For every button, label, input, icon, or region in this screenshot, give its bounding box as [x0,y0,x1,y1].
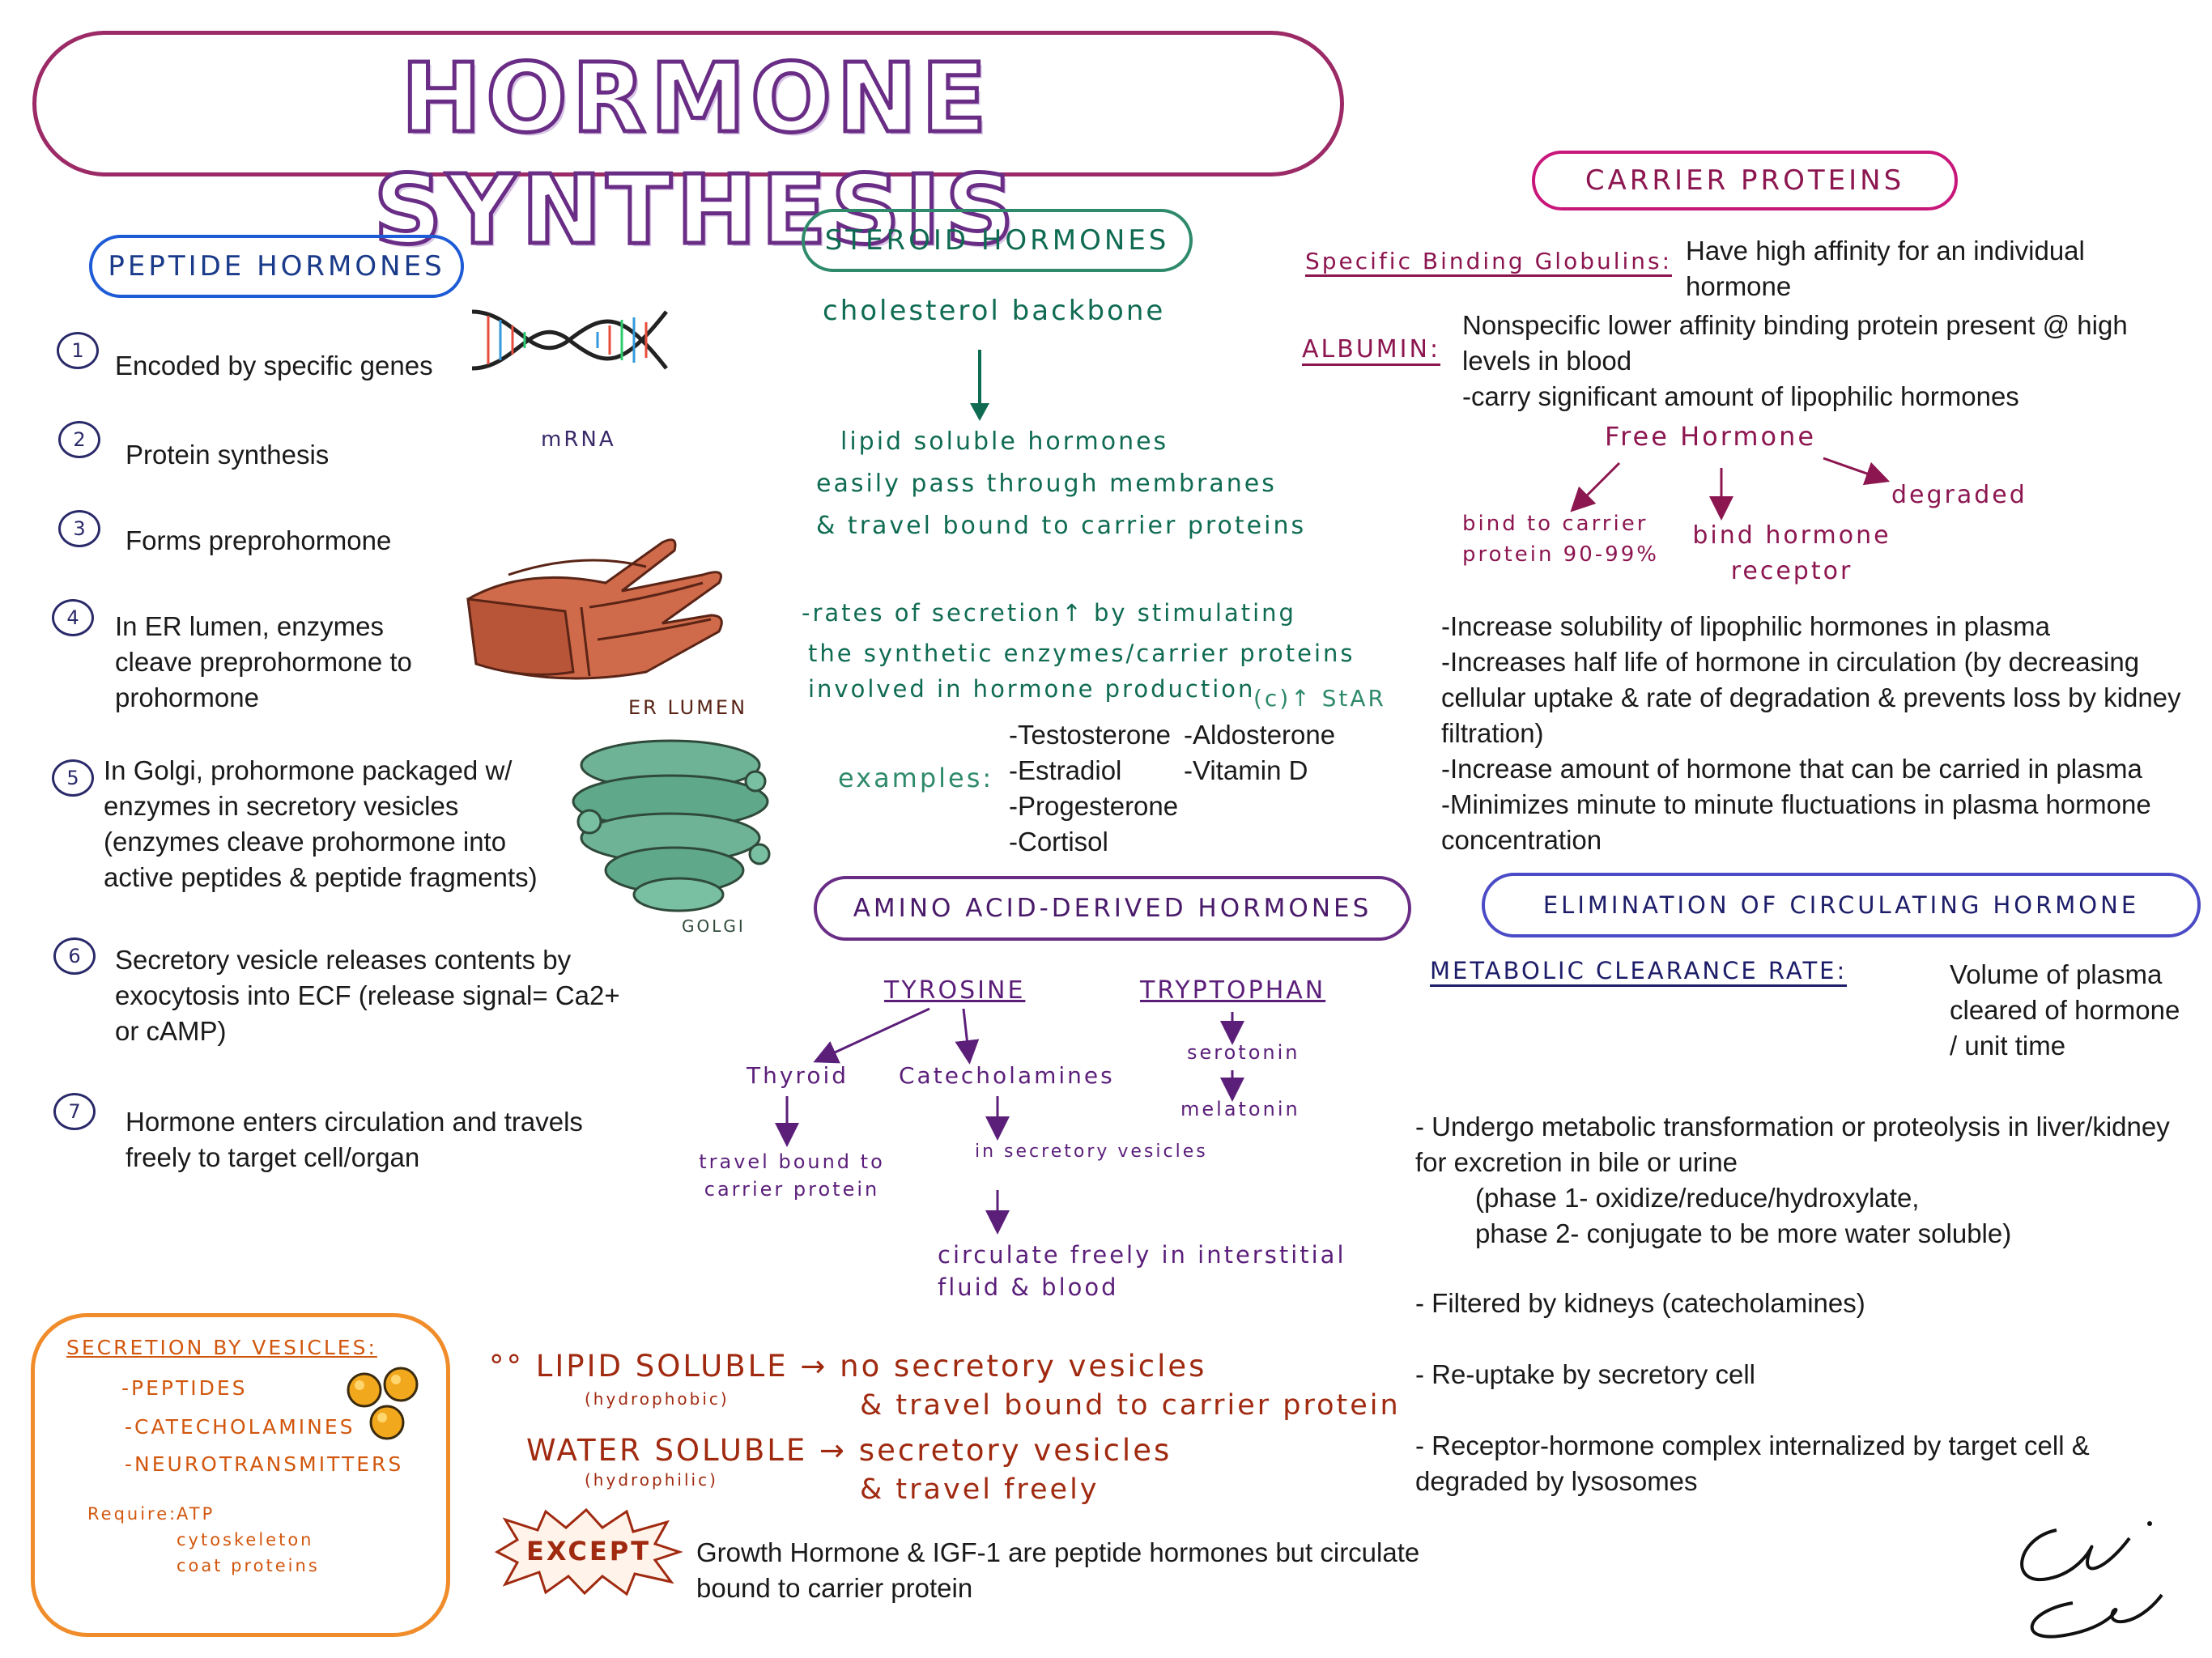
albumin-text-1: Nonspecific lower affinity binding prote… [1462,310,2128,376]
peptide-step-6: Secretory vesicle releases contents by e… [115,945,620,1046]
peptide-step-5: In Golgi, prohormone packaged w/ enzymes… [104,755,538,892]
require-item-1: ATP [177,1504,215,1524]
elimination-phase-1: (phase 1- oxidize/reduce/hydroxylate, [1475,1183,1920,1213]
golgi-label: GOLGI [682,916,746,936]
tryptophan-label: TRYPTOPHAN [1140,976,1326,1005]
carrier-heading: CARRIER PROTEINS [1532,151,1958,210]
steroid-example-3: -Progesterone [1009,791,1179,821]
sbg-label: Specific Binding Globulins: [1305,248,1673,277]
steroid-line-2: easily pass through membranes [816,470,1277,498]
water-note: (hydrophilic) [585,1470,718,1490]
secretion-item-1: -PEPTIDES [121,1376,248,1400]
elimination-point-4: - Receptor-hormone complex internalized … [1415,1431,2090,1496]
secretion-item-2: -CATECHOLAMINES [125,1415,355,1439]
starburst-icon [494,1507,683,1596]
step-number-2: 2 [58,421,100,458]
carrier-benefit-3: -Increase amount of hormone that can be … [1441,754,2142,784]
water-soluble-line: WATER SOLUBLE → secretory vesicles [526,1433,1172,1468]
vesicles-label: in secretory vesicles [975,1141,1208,1162]
require-item-2: cytoskeleton [177,1530,314,1550]
step-number-1: 1 [57,332,99,369]
carrier-benefit-4: -Minimizes minute to minute fluctuations… [1441,789,2151,855]
mcr-text: Volume of plasma cleared of hormone / un… [1950,959,2180,1061]
steroid-rates-2: the synthetic enzymes/carrier proteins [808,640,1355,667]
step-number-5: 5 [52,759,94,797]
melatonin-label: melatonin [1180,1098,1300,1120]
serotonin-label: serotonin [1187,1041,1300,1064]
star-label: (c)↑ StAR [1253,685,1386,712]
elimination-point-1: - Undergo metabolic transformation or pr… [1415,1112,2170,1177]
examples-label: examples: [838,763,994,793]
mrna-label: mRNA [541,427,616,452]
peptide-step-3: Forms preprohormone [125,525,392,555]
thyroid-label: Thyroid [747,1062,849,1089]
peptide-step-1: Encoded by specific genes [115,351,433,380]
er-lumen-icon [466,538,723,680]
steroid-backbone: cholesterol backbone [823,295,1166,327]
title-frame [32,31,1344,176]
amino-heading: AMINO ACID-DERIVED HORMONES [814,876,1411,941]
circulate-label: circulate freely in interstitial fluid &… [938,1241,1346,1301]
water-soluble-line-2: & travel freely [860,1473,1100,1506]
step-number-6: 6 [53,937,96,975]
er-label: ER LUMEN [628,696,748,719]
steroid-line-1: lipid soluble hormones [840,427,1169,456]
secretion-item-3: -NEUROTRANSMITTERS [125,1452,404,1476]
free-hormone-label: Free Hormone [1605,421,1817,452]
steroid-example-1: -Testosterone [1009,720,1171,750]
peptide-step-7: Hormone enters circulation and travels f… [125,1107,583,1172]
step-number-3: 3 [58,510,100,547]
elimination-point-3: - Re-uptake by secretory cell [1415,1359,1755,1389]
peptide-step-2: Protein synthesis [125,440,330,470]
require-item-3: coat proteins [177,1556,320,1575]
mcr-label: METABOLIC CLEARANCE RATE: [1430,957,1848,987]
carrier-benefit-1: -Increase solubility of lipophilic hormo… [1441,611,2051,641]
mrna-icon [471,309,668,371]
carrier-benefit-2: -Increases half life of hormone in circu… [1441,647,2181,748]
catecholamines-label: Catecholamines [899,1062,1115,1089]
peptide-heading: PEPTIDE HORMONES [89,235,464,298]
steroid-heading: STEROID HORMONES [802,209,1193,272]
albumin-text-2: -carry significant amount of lipophilic … [1462,381,2019,411]
degraded-label: degraded [1891,481,2027,509]
steroid-rates-1: -rates of secretion↑ by stimulating [802,599,1296,627]
vesicles-icon [347,1367,419,1440]
lipid-soluble-line-2: & travel bound to carrier protein [860,1389,1401,1422]
page-title: HORMONE SYNTHESIS [372,40,1019,268]
lipid-soluble-line: °° LIPID SOLUBLE → no secretory vesicles [489,1349,1207,1384]
sbg-text: Have high affinity for an individual hor… [1686,236,2085,301]
except-text: Growth Hormone & IGF-1 are peptide hormo… [696,1537,1420,1603]
signature-icon [2020,1521,2163,1639]
steroid-line-3: & travel bound to carrier proteins [816,512,1307,540]
steroid-example-4: -Cortisol [1009,827,1108,857]
steroid-example-5: -Aldosterone [1184,720,1336,750]
except-badge: EXCEPT [526,1536,652,1567]
lipid-note: (hydrophobic) [585,1389,730,1409]
secretion-box [31,1313,450,1637]
step-number-7: 7 [53,1093,96,1130]
albumin-label: ALBUMIN: [1302,335,1441,366]
elimination-phase-2: phase 2- conjugate to be more water solu… [1475,1218,2012,1248]
bind-receptor-label: bind hormone receptor [1692,521,1891,585]
require-label: Require: [87,1504,178,1524]
step-number-4: 4 [52,599,94,636]
elimination-point-2: - Filtered by kidneys (catecholamines) [1415,1288,1865,1318]
secretion-heading: SECRETION BY VESICLES: [66,1336,377,1359]
tyrosine-label: TYROSINE [884,976,1026,1005]
peptide-step-4: In ER lumen, enzymes cleave preprohormon… [115,611,412,712]
steroid-rates-3: involved in hormone production [808,675,1256,703]
steroid-example-2: -Estradiol [1009,755,1122,785]
bind-carrier-label: bind to carrier protein 90-99% [1462,512,1659,567]
steroid-example-6: -Vitamin D [1184,755,1308,785]
down-arrow-icon [970,350,989,421]
golgi-icon [572,739,771,912]
thyroid-travel-label: travel bound to carrier protein [699,1150,885,1201]
elimination-heading: ELIMINATION OF CIRCULATING HORMONE [1482,873,2201,937]
